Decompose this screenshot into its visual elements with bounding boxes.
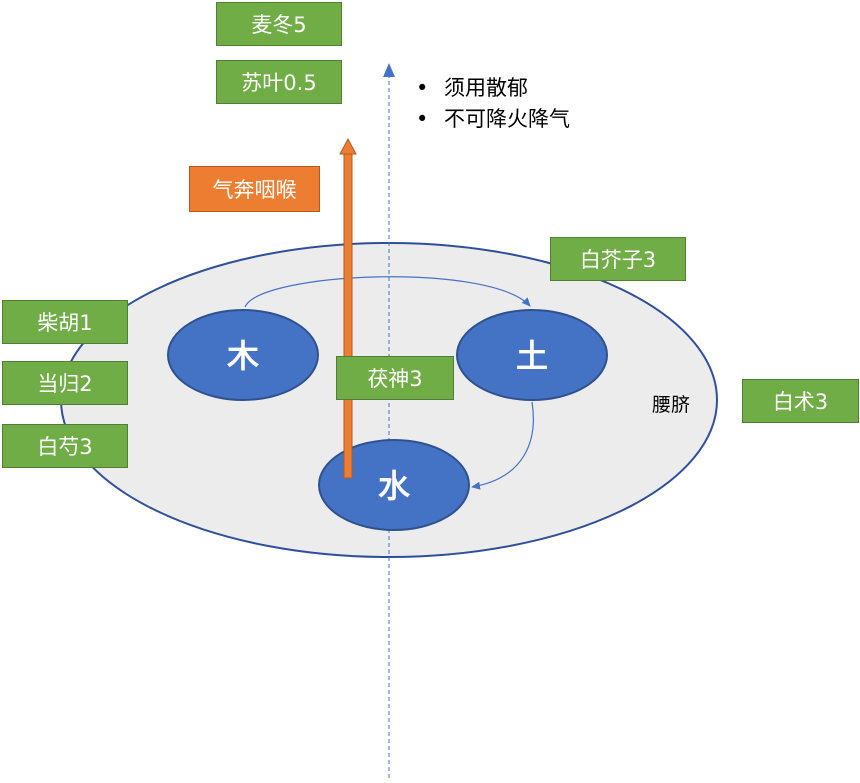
earth-label: 土 — [516, 337, 548, 375]
bullet-icon: • — [416, 76, 429, 100]
note-text-2: 不可降火降气 — [444, 107, 570, 131]
earth-node — [456, 309, 608, 401]
bullet-icon: • — [416, 107, 429, 131]
qi-label-box: 气奔咽喉 — [189, 166, 320, 212]
note-item-1: • 须用散郁 — [416, 72, 528, 102]
region-label: 腰脐 — [652, 394, 691, 416]
wood-node — [167, 309, 319, 401]
qi-arrowhead-icon — [339, 137, 357, 155]
herb-bai-zhu: 白术3 — [742, 379, 859, 423]
earth-to-water-arrow — [471, 401, 534, 490]
qi-rising-arrow — [343, 151, 353, 479]
water-node — [318, 439, 470, 531]
herb-chai-hu: 柴胡1 — [2, 300, 128, 344]
herb-su-ye: 苏叶0.5 — [216, 60, 342, 104]
herb-bai-shao: 白芍3 — [2, 424, 128, 468]
note-item-2: • 不可降火降气 — [416, 103, 570, 133]
axis-arrow-icon — [383, 63, 395, 77]
note-text-1: 须用散郁 — [444, 76, 528, 100]
wood-label: 木 — [226, 337, 259, 375]
water-label: 水 — [378, 467, 411, 505]
herb-mai-dong: 麦冬5 — [216, 2, 342, 46]
herb-dang-gui: 当归2 — [2, 361, 128, 405]
herb-fu-shen: 茯神3 — [336, 356, 454, 400]
herb-bai-jie-zi: 白芥子3 — [550, 237, 686, 281]
wood-to-earth-arrow — [244, 276, 531, 308]
